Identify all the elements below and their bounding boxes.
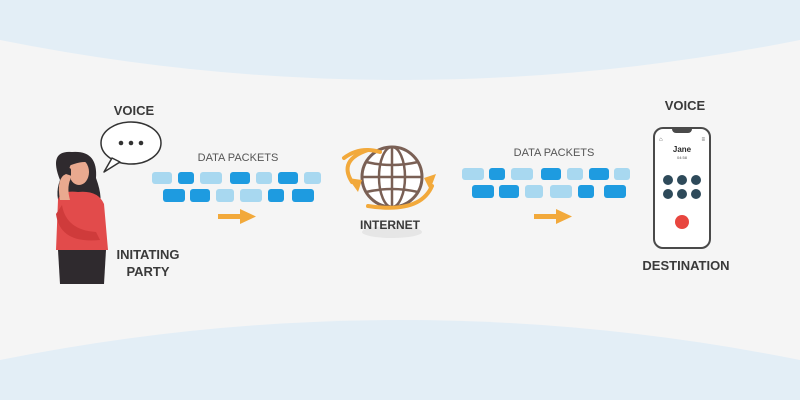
packet	[489, 168, 505, 180]
packet	[304, 172, 321, 184]
packet	[268, 189, 284, 202]
packet	[230, 172, 250, 184]
call-controls	[663, 175, 701, 199]
bottom-band	[0, 320, 800, 400]
arrow-right-icon	[218, 209, 256, 224]
internet-label: INTERNET	[360, 218, 420, 232]
packet	[499, 185, 519, 198]
packet	[614, 168, 630, 180]
person-on-phone-icon	[56, 151, 108, 284]
smartphone-icon: ⌂ ≡ Jane 04:58	[653, 127, 711, 249]
end-call-icon	[675, 215, 689, 229]
top-band	[0, 0, 800, 80]
mic-icon	[663, 175, 673, 185]
video-icon	[677, 189, 687, 199]
contacts-icon	[691, 189, 701, 199]
data-packets-label-left: DATA PACKETS	[197, 152, 279, 164]
packet	[216, 189, 234, 202]
packet	[190, 189, 210, 202]
packet	[511, 168, 533, 180]
speaker-icon	[691, 175, 701, 185]
packet	[462, 168, 484, 180]
packets-right	[462, 168, 630, 198]
keypad-icon	[677, 175, 687, 185]
caller-name: Jane	[672, 145, 692, 154]
packets-left	[152, 172, 321, 202]
packet	[589, 168, 609, 180]
packet	[163, 189, 185, 202]
call-status: 04:58	[676, 155, 687, 160]
speech-bubble-icon	[100, 121, 162, 173]
packet	[152, 172, 172, 184]
packet	[178, 172, 194, 184]
data-packets-label-right: DATA PACKETS	[513, 147, 595, 159]
home-icon: ⌂	[659, 137, 663, 143]
menu-icon: ≡	[701, 137, 705, 143]
packet	[240, 189, 262, 202]
packet	[541, 168, 561, 180]
packet	[278, 172, 298, 184]
destination-label: DESTINATION	[642, 258, 730, 273]
packet	[472, 185, 494, 198]
globe-icon	[342, 145, 436, 238]
packet	[525, 185, 543, 198]
packet	[256, 172, 272, 184]
packet	[200, 172, 222, 184]
packet	[578, 185, 594, 198]
packet	[292, 189, 314, 202]
add-call-icon	[663, 189, 673, 199]
packet	[567, 168, 583, 180]
initiating-party-label: INITATING PARTY	[116, 247, 180, 279]
arrow-right-icon	[534, 209, 572, 224]
voice-label-right: VOICE	[664, 98, 706, 113]
voice-label-left: VOICE	[113, 103, 155, 118]
packet	[550, 185, 572, 198]
packet	[604, 185, 626, 198]
phone-notch	[672, 128, 692, 133]
